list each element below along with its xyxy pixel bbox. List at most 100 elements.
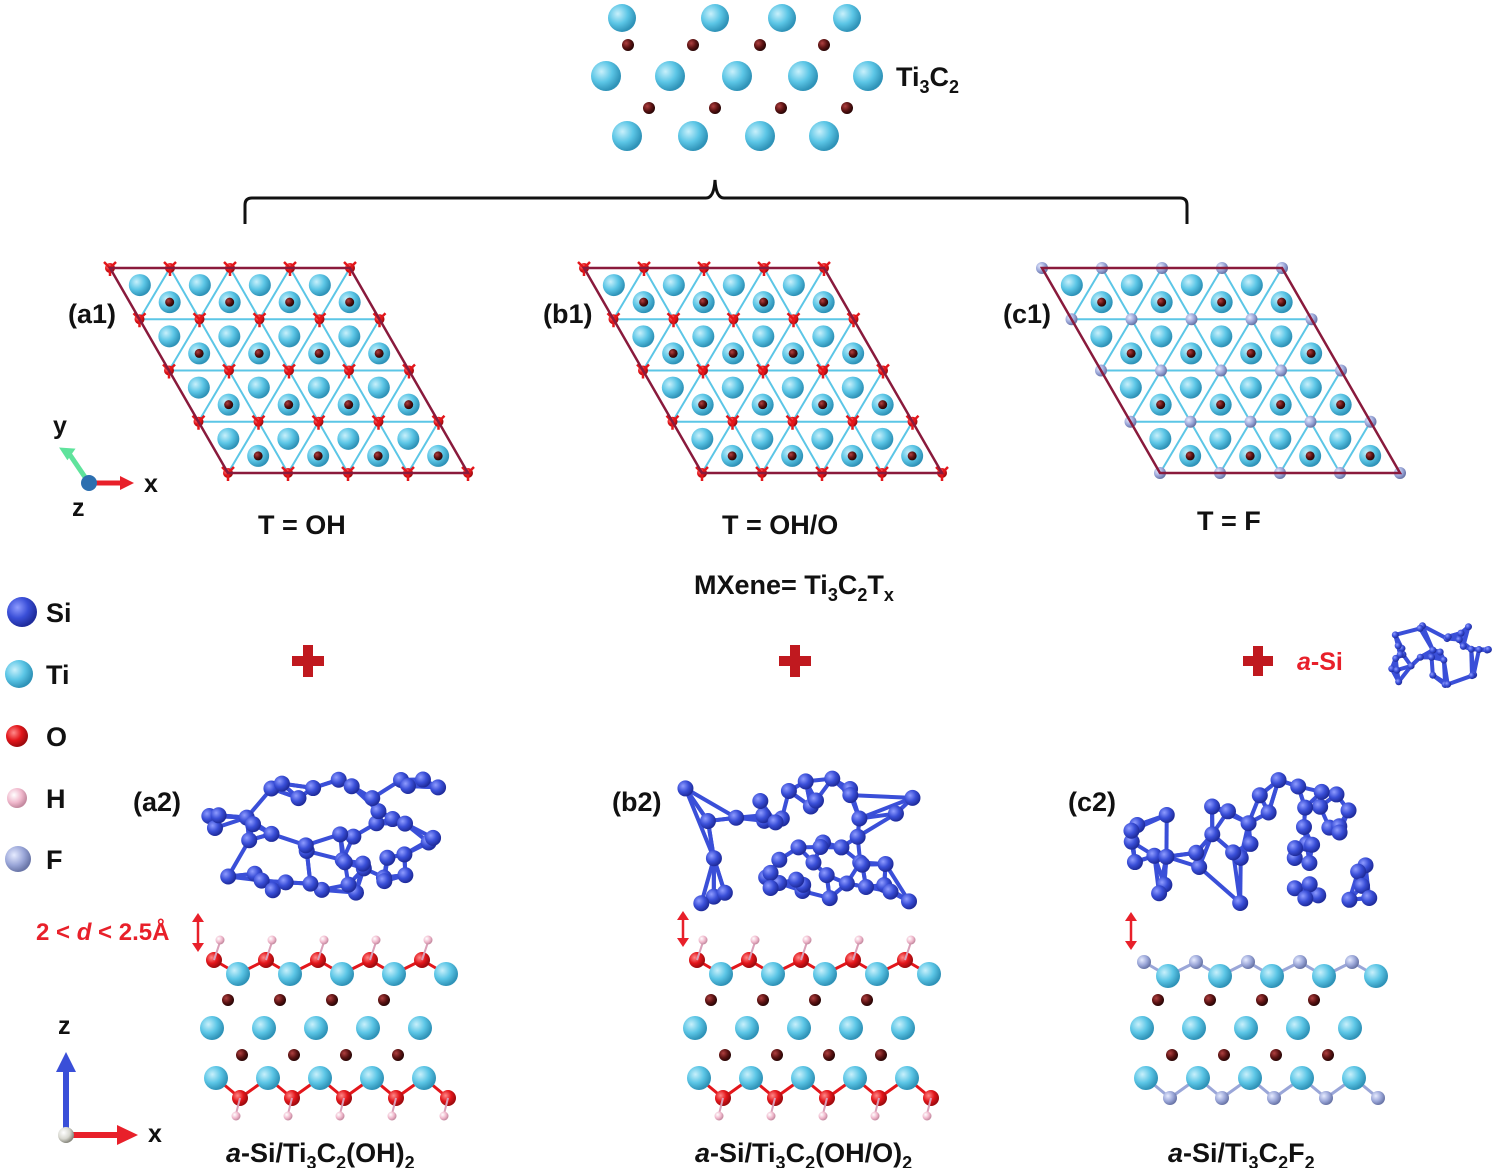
bond xyxy=(348,363,356,372)
bond xyxy=(732,267,765,320)
bond xyxy=(288,363,296,372)
bond xyxy=(1219,421,1252,474)
bond xyxy=(816,363,824,372)
si-atom xyxy=(340,876,357,893)
bond xyxy=(701,421,734,474)
bond xyxy=(317,941,325,961)
si-atom xyxy=(752,793,769,810)
bond xyxy=(1161,267,1193,320)
legend-label-h: H xyxy=(46,784,66,814)
si-atom xyxy=(1151,885,1168,902)
axis-origin-icon xyxy=(81,475,97,491)
ti-atom xyxy=(853,61,883,91)
si-atom xyxy=(887,805,904,822)
bond xyxy=(852,941,860,961)
h-atom xyxy=(231,1111,241,1121)
ti-atom xyxy=(1364,964,1388,988)
h-atom xyxy=(439,1111,449,1121)
bond xyxy=(671,369,704,423)
si-atom xyxy=(854,856,871,873)
bond xyxy=(1309,421,1341,474)
si-atom xyxy=(1396,651,1404,659)
c-atom xyxy=(165,297,175,307)
bond xyxy=(138,312,147,321)
bond xyxy=(348,318,381,372)
si-atom xyxy=(245,816,262,833)
plus-icon xyxy=(292,645,324,677)
ti-atom xyxy=(1290,1066,1314,1090)
si-atom xyxy=(1394,642,1402,650)
si-atom xyxy=(1467,645,1475,653)
bond xyxy=(467,466,475,474)
si-atom xyxy=(370,803,387,820)
ti-atom xyxy=(1134,1066,1158,1090)
c-atom xyxy=(1365,451,1375,461)
h-atom xyxy=(750,935,760,945)
ti-atom xyxy=(382,962,406,986)
bond xyxy=(762,318,795,372)
bond xyxy=(791,369,824,423)
bond xyxy=(1250,267,1283,320)
c-atom xyxy=(236,1049,248,1061)
distance-arrow-icon xyxy=(192,913,204,952)
ti-atom xyxy=(813,962,837,986)
c-atom xyxy=(861,994,873,1006)
bond xyxy=(1197,865,1242,905)
si-atom xyxy=(1126,854,1143,871)
si-atom xyxy=(1350,863,1367,880)
c-atom xyxy=(344,400,354,410)
ti-atom xyxy=(1182,1016,1206,1040)
axis-origin-icon xyxy=(58,1127,74,1143)
bond xyxy=(822,363,830,372)
bond xyxy=(1220,370,1252,423)
bond xyxy=(317,414,326,423)
ti-atom xyxy=(412,1066,436,1090)
h-atom xyxy=(714,1111,724,1121)
si-atom xyxy=(1393,666,1401,674)
bond xyxy=(696,363,704,372)
c-atom xyxy=(1152,994,1164,1006)
c-atom xyxy=(433,451,443,461)
si-atom xyxy=(336,854,353,871)
f-atom xyxy=(1345,955,1359,969)
bond xyxy=(197,414,206,423)
bond xyxy=(1100,318,1133,372)
bond xyxy=(312,312,321,321)
bond xyxy=(391,1097,397,1115)
bond xyxy=(251,414,260,423)
ti-atom xyxy=(1240,274,1263,297)
bond xyxy=(227,421,260,474)
si-atom xyxy=(677,780,694,797)
ti-atom xyxy=(768,4,796,32)
bond xyxy=(756,363,764,372)
si-atom-icon xyxy=(7,597,37,627)
bond xyxy=(725,414,734,423)
bond xyxy=(696,941,704,961)
ti-atom xyxy=(1312,964,1336,988)
c-atom xyxy=(775,102,787,114)
h-atom xyxy=(387,1111,397,1121)
f-atom xyxy=(1319,1091,1333,1105)
bond xyxy=(612,312,621,321)
si-atom xyxy=(1225,844,1242,861)
ti-atom xyxy=(895,1066,919,1090)
bond xyxy=(1447,673,1473,687)
c-atom xyxy=(1270,1049,1282,1061)
bond xyxy=(1469,649,1475,676)
h-atom xyxy=(215,935,225,945)
bond xyxy=(800,941,808,961)
legend-label-ti: Ti xyxy=(46,660,70,690)
ti-atom xyxy=(721,376,744,399)
si-atom xyxy=(264,882,281,899)
c-atom xyxy=(1204,994,1216,1006)
bond xyxy=(229,267,261,320)
bond xyxy=(763,267,795,320)
c-atom xyxy=(253,451,263,461)
si-atom xyxy=(384,811,401,828)
c-atom xyxy=(1306,348,1316,358)
bond xyxy=(257,369,290,423)
c-atom xyxy=(907,451,917,461)
bond xyxy=(192,312,201,321)
si-atom xyxy=(797,773,814,790)
